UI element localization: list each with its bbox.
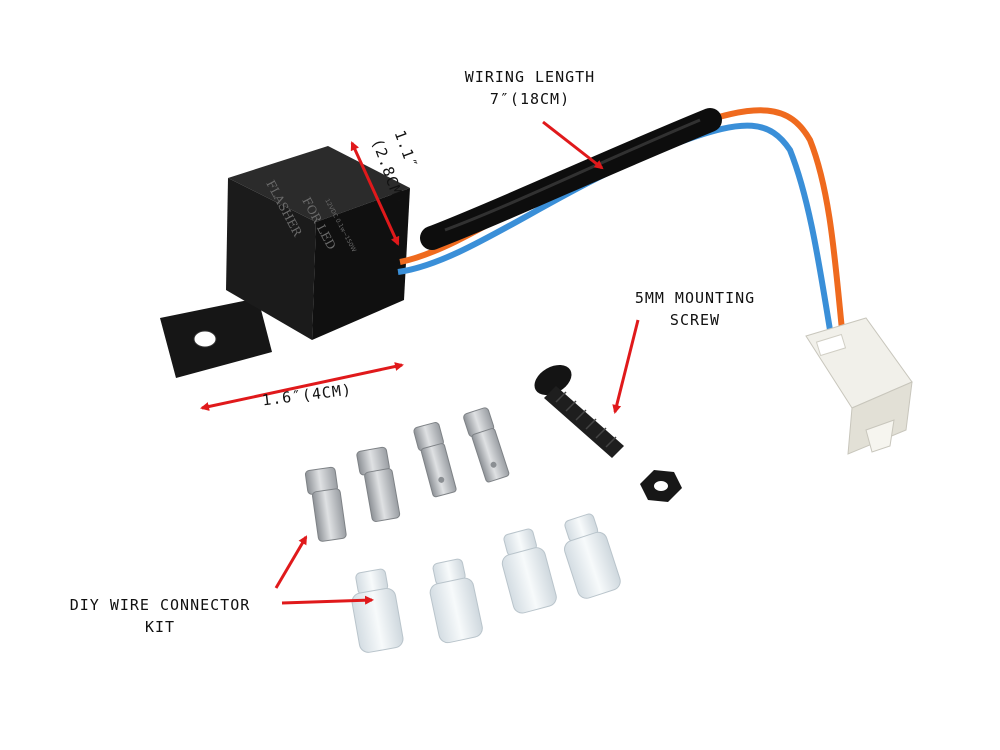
insulator-sleeve — [351, 568, 404, 653]
annotation-arrows — [200, 120, 640, 605]
female-terminal — [304, 466, 347, 542]
male-spade-terminal — [463, 407, 510, 483]
wiring-length-title: WIRING LENGTH — [464, 68, 596, 86]
connector-kit-title: DIY WIRE CONNECTOR — [69, 596, 251, 614]
female-terminal — [356, 446, 401, 522]
relay-side — [226, 178, 316, 340]
flasher-relay: FLASHER FOR LED 12VDC 0.1w~150W — [160, 146, 410, 378]
hex-nut — [640, 470, 682, 502]
metal-terminals — [304, 407, 510, 542]
insulator-sleeves — [351, 513, 621, 653]
connector-kit-subtitle: KIT — [144, 618, 176, 636]
connector-kit-label: DIY WIRE CONNECTOR KIT — [10, 594, 310, 638]
height-dimension-arrow — [350, 141, 400, 246]
kit-arrow-sleeve — [281, 595, 374, 605]
blue-wire — [397, 122, 833, 331]
insulator-sleeve — [564, 513, 621, 599]
kit-arrow-terminal — [274, 535, 308, 589]
connector-plug — [805, 317, 913, 455]
wiring-length-label: WIRING LENGTH 7″(18CM) — [415, 66, 645, 110]
mounting-screw-label: 5MM MOUNTING SCREW — [585, 287, 805, 331]
mounting-screw-title: 5MM MOUNTING — [634, 289, 756, 307]
male-spade-terminal — [413, 422, 457, 498]
width-dimension-arrow — [200, 362, 404, 411]
insulator-sleeve — [501, 528, 557, 614]
screw-arrow — [612, 319, 640, 414]
insulator-sleeve — [429, 558, 483, 644]
mounting-screw-subtitle: SCREW — [669, 311, 721, 329]
bracket-hole — [193, 330, 217, 348]
wiring-length-value: 7″(18CM) — [489, 90, 571, 108]
wiring-length-arrow — [542, 120, 604, 170]
mounting-screw — [534, 364, 624, 458]
wire-harness — [397, 107, 845, 331]
heat-shrink-sleeve — [420, 108, 722, 250]
